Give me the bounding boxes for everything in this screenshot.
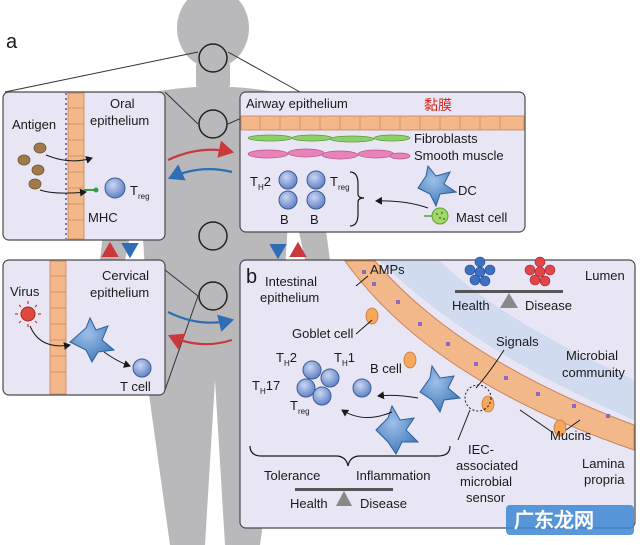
callout-circle-mouth bbox=[198, 43, 228, 73]
oral-title-1: Oral bbox=[110, 96, 135, 111]
cervical-title-2: epithelium bbox=[90, 285, 149, 300]
intestinal-panel: b AMPs Lumen Heal bbox=[239, 256, 636, 529]
intestinal-epithelium-layer bbox=[344, 260, 635, 451]
lumen-health-label: Health bbox=[452, 298, 490, 313]
callout-circle-gut bbox=[198, 221, 228, 251]
b-th17-label: TH17 bbox=[252, 378, 280, 396]
airway-treg-cell bbox=[306, 170, 326, 190]
iec-label-3: microbial bbox=[460, 474, 512, 489]
b-th17-cell bbox=[296, 378, 316, 398]
cervical-dc-cell bbox=[69, 316, 116, 364]
b-brace bbox=[249, 445, 451, 467]
airway-treg-label: Treg bbox=[330, 174, 350, 192]
b-treg-label: Treg bbox=[290, 398, 310, 416]
health-bacteria-cluster bbox=[464, 256, 496, 287]
oral-epithelium-panel: Oral epithelium Antigen Treg MHC bbox=[2, 91, 166, 241]
tolerance-label: Tolerance bbox=[264, 468, 320, 483]
virus-icon bbox=[15, 301, 41, 327]
lumen-disease-label: Disease bbox=[525, 298, 572, 313]
mhc-label: MHC bbox=[88, 210, 118, 225]
antigen-label: Antigen bbox=[12, 117, 56, 132]
intestinal-title-2: epithelium bbox=[260, 290, 319, 305]
callout-circle-airway bbox=[198, 109, 228, 139]
fibroblasts-icon bbox=[247, 134, 411, 143]
b-health-label: Health bbox=[290, 496, 328, 511]
cervical-epithelium-layer bbox=[49, 260, 67, 395]
callout-circle-cervix bbox=[198, 281, 228, 311]
mhc-icon bbox=[84, 187, 99, 193]
b-cell-label: B cell bbox=[370, 361, 402, 376]
airway-b-label-1: B bbox=[280, 212, 289, 227]
cervical-title-1: Cervical bbox=[102, 268, 149, 283]
oral-epithelium-layer bbox=[67, 92, 85, 240]
airway-dc-cell bbox=[417, 164, 458, 208]
amps-label: AMPs bbox=[370, 262, 405, 277]
microbial-label-1: Microbial bbox=[566, 348, 618, 363]
lumen-balance-icon bbox=[455, 290, 563, 308]
b-treg-cell bbox=[312, 386, 332, 406]
b-th2-label: TH2 bbox=[276, 350, 297, 368]
microbial-label-2: community bbox=[562, 365, 625, 380]
cervical-epithelium-panel: Cervical epithelium Virus T cell bbox=[2, 259, 166, 396]
svg-text:广东龙网: 广东龙网 bbox=[514, 508, 594, 532]
smooth-muscle-label: Smooth muscle bbox=[414, 148, 504, 163]
inflammation-label: Inflammation bbox=[356, 468, 430, 483]
mast-cell-label: Mast cell bbox=[456, 210, 507, 225]
mucins-label: Mucins bbox=[550, 428, 592, 443]
panel-a-label: a bbox=[6, 31, 18, 53]
cervical-t-cell bbox=[132, 358, 152, 378]
iec-label-1: IEC- bbox=[468, 442, 494, 457]
airway-b-cell-2 bbox=[306, 190, 326, 210]
oral-treg-cell bbox=[104, 177, 126, 199]
intestinal-title-1: Intestinal bbox=[265, 274, 317, 289]
goblet-cells bbox=[365, 307, 567, 437]
mucus-layer bbox=[380, 261, 634, 420]
airway-th2-label: TH2 bbox=[250, 174, 271, 192]
oral-treg-label: Treg bbox=[130, 183, 150, 201]
goblet-cell-label: Goblet cell bbox=[292, 326, 354, 341]
airway-th2-cell bbox=[278, 170, 298, 190]
migration-arrows bbox=[101, 140, 307, 350]
iec-label-2: associated bbox=[456, 458, 518, 473]
lumen-label: Lumen bbox=[585, 268, 625, 283]
lamina-label-1: Lamina bbox=[582, 456, 625, 471]
b-balance-icon bbox=[295, 488, 393, 506]
airway-brace bbox=[349, 171, 365, 227]
airway-title: Airway epithelium bbox=[246, 96, 348, 111]
airway-epithelium-layer bbox=[240, 115, 525, 131]
b-dc-cell-1 bbox=[419, 364, 462, 414]
oral-title-2: epithelium bbox=[90, 113, 149, 128]
fibroblasts-label: Fibroblasts bbox=[414, 131, 478, 146]
b-th1-label: TH1 bbox=[334, 350, 355, 368]
b-disease-label: Disease bbox=[360, 496, 407, 511]
antigen-particles bbox=[17, 142, 47, 190]
airway-b-label-2: B bbox=[310, 212, 319, 227]
airway-epithelium-panel: Airway epithelium 黏膜 Fibroblasts Smooth … bbox=[239, 91, 526, 233]
signals-label: Signals bbox=[496, 334, 539, 349]
watermark: 广东龙网 bbox=[506, 505, 634, 535]
b-th2-cell bbox=[302, 360, 322, 380]
lamina-label-2: propria bbox=[584, 472, 625, 487]
cervical-tcell-label: T cell bbox=[120, 379, 151, 394]
virus-label: Virus bbox=[10, 284, 40, 299]
b-th1-cell bbox=[320, 368, 340, 388]
b-b-cell bbox=[352, 378, 372, 398]
chinese-caption: 黏膜 bbox=[424, 98, 452, 114]
disease-bacteria-cluster bbox=[524, 256, 556, 287]
smooth-muscle-icon bbox=[247, 148, 411, 160]
b-dc-cell-2 bbox=[375, 404, 420, 455]
mast-cell bbox=[431, 207, 449, 225]
iec-sensor-circle bbox=[464, 384, 492, 412]
iec-label-4: sensor bbox=[466, 490, 506, 505]
amp-dots bbox=[362, 270, 610, 418]
dc-label: DC bbox=[458, 183, 477, 198]
airway-b-cell-1 bbox=[278, 190, 298, 210]
panel-b-label: b bbox=[246, 266, 257, 288]
